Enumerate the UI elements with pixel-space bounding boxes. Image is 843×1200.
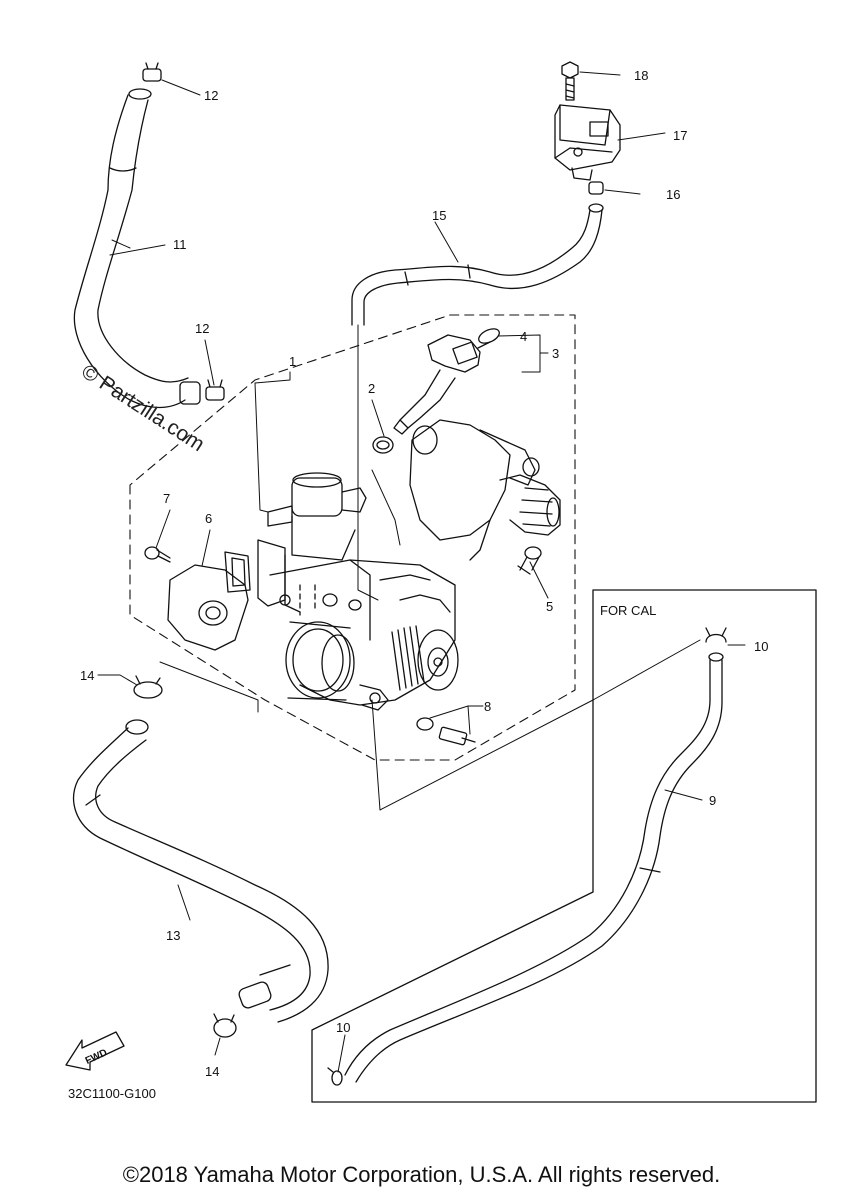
callout-10-lower: 10 (336, 1020, 350, 1035)
throttle-body-1[interactable] (257, 472, 459, 711)
clip-12-lower[interactable] (205, 379, 225, 401)
clip-10-lower[interactable] (327, 1067, 343, 1086)
diagram-code: 32C1100-G100 (68, 1086, 156, 1101)
callout-13: 13 (166, 928, 180, 943)
callout-14-upper: 14 (80, 668, 94, 683)
leader-lines (97, 71, 746, 1073)
clip-12-upper[interactable] (142, 62, 162, 82)
screw-8[interactable] (438, 726, 476, 746)
hose-13[interactable] (73, 719, 329, 1023)
throttle-body-assembly-boundary (129, 314, 576, 761)
callout-2: 2 (368, 381, 375, 396)
clip-14-upper[interactable] (133, 675, 163, 699)
hose-9[interactable] (344, 652, 724, 1083)
throttle-position-sensor-6[interactable] (167, 551, 251, 651)
callout-numbers: 1 2 3 4 5 6 7 8 9 10 10 11 12 12 13 14 1… (80, 68, 768, 1079)
fwd-arrow-icon (65, 1031, 125, 1071)
screw-7[interactable] (144, 546, 171, 563)
clip-10-upper[interactable] (705, 627, 727, 643)
callout-12-lower: 12 (195, 321, 209, 336)
hose-11[interactable] (73, 88, 201, 409)
callout-12-upper: 12 (204, 88, 218, 103)
fuel-injector-3[interactable] (393, 334, 491, 435)
callout-17: 17 (673, 128, 687, 143)
bolt-18[interactable] (561, 61, 579, 101)
callout-6: 6 (205, 511, 212, 526)
callout-4: 4 (520, 329, 527, 344)
callout-9: 9 (709, 793, 716, 808)
copyright-footer: ©2018 Yamaha Motor Corporation, U.S.A. A… (122, 1162, 721, 1187)
o-ring-8[interactable] (416, 717, 434, 731)
for-cal-inset (311, 589, 817, 1103)
callout-8: 8 (484, 699, 491, 714)
callout-7: 7 (163, 491, 170, 506)
clip-16[interactable] (588, 181, 604, 195)
callout-15: 15 (432, 208, 446, 223)
callout-14-lower: 14 (205, 1064, 219, 1079)
screw-5[interactable] (517, 546, 542, 575)
fwd-label: FWD (84, 1047, 109, 1067)
callout-18: 18 (634, 68, 648, 83)
callout-16: 16 (666, 187, 680, 202)
callout-10-upper: 10 (754, 639, 768, 654)
hose-15[interactable] (351, 203, 604, 326)
callout-5: 5 (546, 599, 553, 614)
fast-idle-valve[interactable] (409, 419, 561, 561)
seal-2[interactable] (372, 436, 394, 454)
clip-14-lower[interactable] (213, 1013, 237, 1038)
for-cal-label: FOR CAL (600, 603, 656, 618)
callout-3: 3 (552, 346, 559, 361)
callout-1: 1 (289, 354, 296, 369)
callout-11: 11 (173, 237, 187, 252)
o-ring-4[interactable] (476, 326, 501, 346)
sensor-17[interactable] (554, 104, 621, 181)
